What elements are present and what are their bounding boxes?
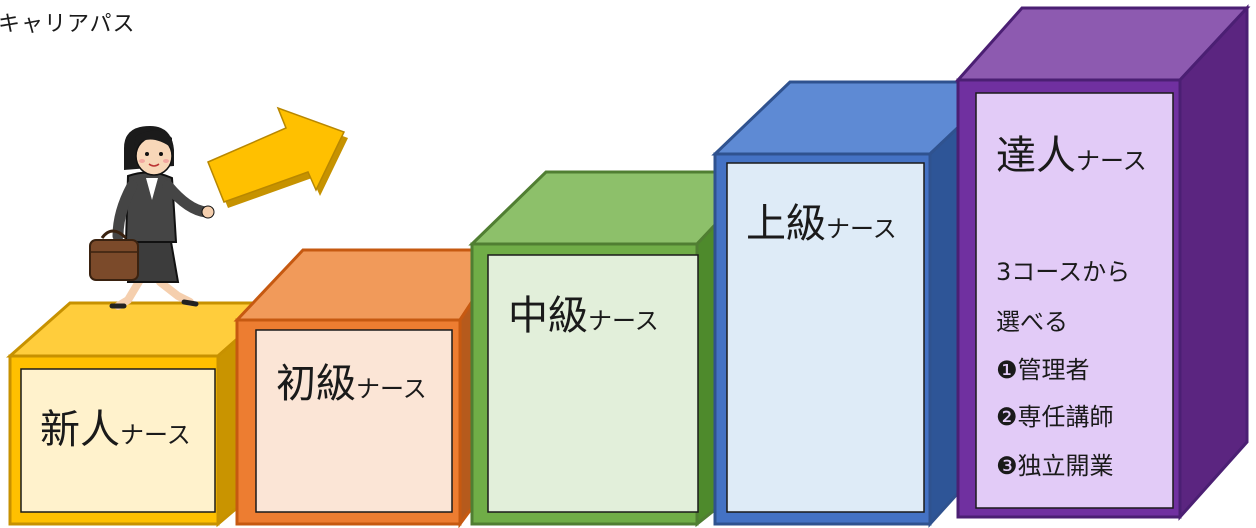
step-label-new-sub: ナース (120, 421, 191, 449)
step-label-new-main: 新人 (40, 407, 120, 453)
step-intermediate-block (468, 168, 769, 528)
step-label-expert-sub: ナース (1076, 147, 1147, 175)
step-label-elementary-main: 初級 (276, 361, 356, 407)
step-label-intermediate-sub: ナース (588, 307, 659, 335)
step-elementary-block (233, 244, 509, 528)
step-label-expert-main: 達人 (996, 133, 1076, 179)
step-label-intermediate-main: 中級 (508, 293, 588, 339)
expert-detail-line-5: ❸独立開業 (996, 452, 1114, 480)
step-label-expert: 達人ナース (996, 136, 1147, 176)
expert-detail-line-3: ❶管理者 (996, 356, 1090, 384)
step-label-elementary: 初級ナース (276, 364, 427, 404)
page-title: キャリアパス (0, 12, 136, 37)
step-label-intermediate: 中級ナース (508, 296, 659, 336)
step-label-advanced-sub: ナース (826, 215, 897, 243)
up-right-arrow-icon (207, 106, 348, 208)
nurse-walking-with-bag-illustration (89, 126, 215, 310)
step-label-advanced-main: 上級 (746, 201, 826, 247)
expert-detail-line-1: 3コースから (996, 258, 1131, 286)
expert-detail-line-2: 選べる (996, 308, 1068, 336)
expert-detail-line-4: ❷専任講師 (996, 403, 1114, 431)
step-label-elementary-sub: ナース (356, 375, 427, 403)
step-label-advanced: 上級ナース (746, 204, 897, 244)
step-expert-block (954, 4, 1251, 521)
step-advanced-block (711, 78, 1010, 528)
step-label-new: 新人ナース (40, 410, 191, 450)
